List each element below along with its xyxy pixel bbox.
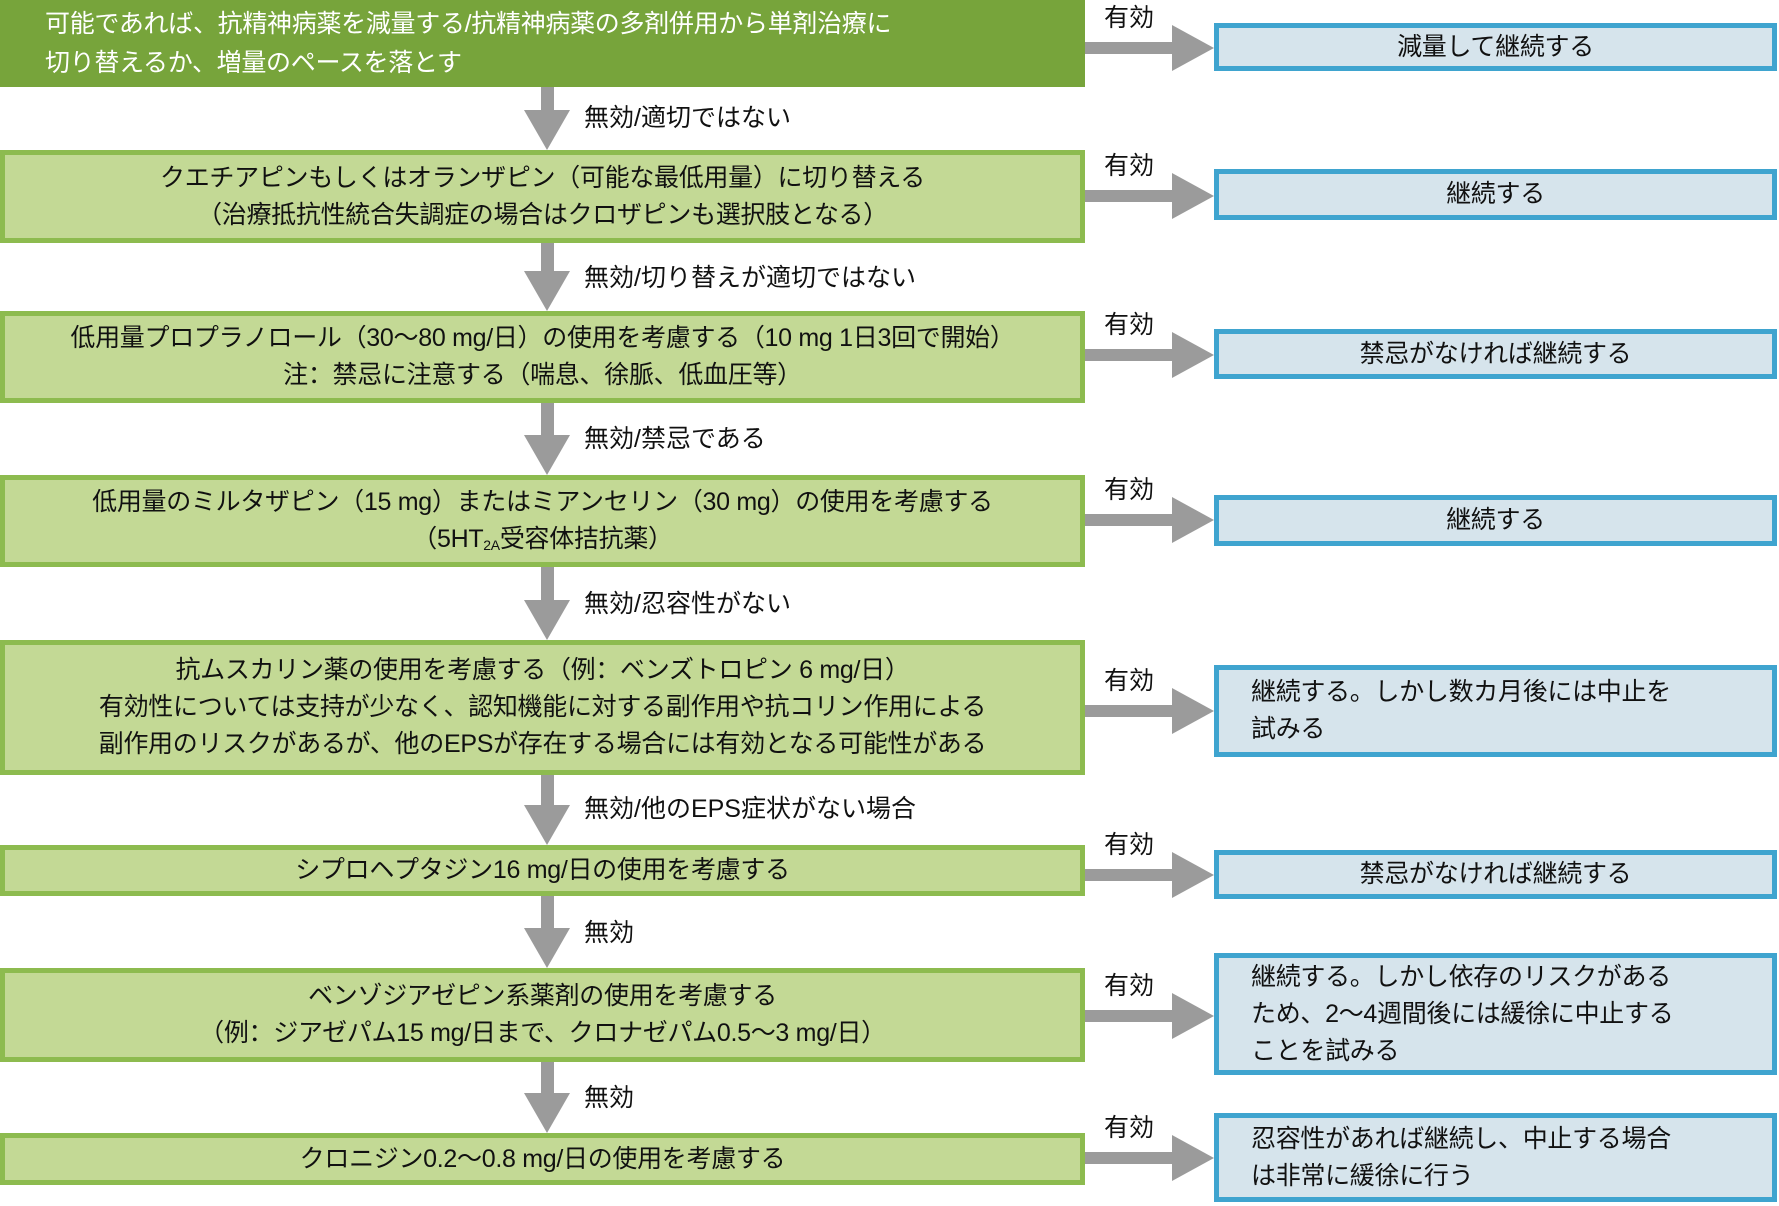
effective-label-1: 有効 [1104, 4, 1155, 32]
fail-label-1: 無効/適切ではない [584, 104, 791, 132]
right-arrow-icon [1085, 173, 1214, 219]
outcome-6-line-1: 禁忌がなければ継続する [1359, 860, 1632, 888]
down-arrow-icon [524, 403, 570, 475]
step-3-box: 低用量プロプラノロール（30～80 mg/日）の使用を考慮する（10 mg 1日… [0, 311, 1085, 403]
down-arrow-icon [524, 775, 570, 845]
outcome-2-box: 継続する [1214, 169, 1777, 220]
down-arrow-icon [524, 87, 570, 150]
step-4-line-1: 低用量のミルタザピン（15 mg）またはミアンセリン（30 mg）の使用を考慮す… [92, 488, 993, 516]
fail-label-7: 無効 [584, 1084, 635, 1112]
effective-label-8: 有効 [1104, 1114, 1155, 1142]
fail-label-6: 無効 [584, 919, 635, 947]
step-4-line-2-subscript: 2A [483, 537, 500, 553]
step-3-line-2: 注：禁忌に注意する（喘息、徐脈、低血圧等） [283, 361, 802, 389]
outcome-8-line-1: 忍容性があれば継続し、中止する場合 [1251, 1124, 1671, 1153]
effective-label-3: 有効 [1104, 311, 1155, 339]
outcome-7-line-1: 継続する。しかし依存のリスクがある [1251, 962, 1671, 991]
outcome-4-line-1: 継続する [1446, 506, 1545, 534]
down-arrow-icon [524, 1062, 570, 1133]
effective-label-5: 有効 [1104, 667, 1155, 695]
step-6-line-1: シプロヘプタジン16 mg/日の使用を考慮する [295, 856, 790, 884]
outcome-3-line-1: 禁忌がなければ継続する [1359, 339, 1632, 368]
right-arrow-icon [1085, 497, 1214, 543]
fail-label-4: 無効/忍容性がない [584, 590, 791, 618]
step-1-line-1: 可能であれば、抗精神病薬を減量する/抗精神病薬の多剤併用から単剤治療に [45, 9, 892, 38]
step-7-line-1: ベンゾジアゼピン系薬剤の使用を考慮する [308, 982, 777, 1010]
outcome-8-box: 忍容性があれば継続し、中止する場合 は非常に緩徐に行う [1214, 1113, 1777, 1202]
right-arrow-icon [1085, 332, 1214, 378]
down-arrow-icon [524, 567, 570, 640]
step-4-line-2-after: 受容体拮抗薬） [499, 525, 673, 553]
step-3-line-1: 低用量プロプラノロール（30～80 mg/日）の使用を考慮する（10 mg 1日… [70, 324, 1015, 352]
effective-label-7: 有効 [1104, 972, 1155, 1000]
outcome-5-line-2: 試みる [1251, 715, 1326, 743]
step-1-line-2: 切り替えるか、増量のペースを落とす [45, 48, 462, 77]
fail-label-2: 無効/切り替えが適切ではない [584, 264, 916, 292]
outcome-2-line-1: 継続する [1446, 180, 1545, 208]
outcome-1-box: 減量して継続する [1214, 23, 1777, 71]
fail-label-3: 無効/禁忌である [584, 425, 766, 453]
step-8-box: クロニジン0.2～0.8 mg/日の使用を考慮する [0, 1133, 1085, 1185]
step-5-line-1: 抗ムスカリン薬の使用を考慮する（例：ベンズトロピン 6 mg/日） [175, 656, 910, 684]
down-arrow-icon [524, 243, 570, 311]
outcome-8-line-2: は非常に緩徐に行う [1251, 1161, 1474, 1190]
step-8-line-1: クロニジン0.2～0.8 mg/日の使用を考慮する [299, 1144, 786, 1173]
step-7-box: ベンゾジアゼピン系薬剤の使用を考慮する （例：ジアゼパム15 mg/日まで、クロ… [0, 968, 1085, 1062]
step-6-box: シプロヘプタジン16 mg/日の使用を考慮する [0, 845, 1085, 896]
step-2-line-1: クエチアピンもしくはオランザピン（可能な最低用量）に切り替える [160, 163, 925, 192]
step-4-line-2: （5HT2A受容体拮抗薬） [412, 521, 673, 558]
outcome-1-line-1: 減量して継続する [1397, 32, 1594, 61]
outcome-7-line-3: ことを試みる [1251, 1036, 1400, 1065]
fail-label-5: 無効/他のEPS症状がない場合 [584, 795, 916, 823]
outcome-7-box: 継続する。しかし依存のリスクがある ため、2～4週間後には緩徐に中止する ことを… [1214, 953, 1777, 1075]
right-arrow-icon [1085, 993, 1214, 1039]
step-2-line-2: （治療抵抗性統合失調症の場合はクロザピンも選択肢となる） [197, 200, 888, 229]
right-arrow-icon [1085, 688, 1214, 734]
outcome-7-line-2: ため、2～4週間後には緩徐に中止する [1251, 999, 1674, 1028]
step-5-box: 抗ムスカリン薬の使用を考慮する（例：ベンズトロピン 6 mg/日） 有効性につい… [0, 640, 1085, 775]
outcome-5-line-1: 継続する。しかし数カ月後には中止を [1251, 678, 1671, 706]
down-arrow-icon [524, 896, 570, 968]
right-arrow-icon [1085, 25, 1214, 71]
right-arrow-icon [1085, 852, 1214, 898]
outcome-6-box: 禁忌がなければ継続する [1214, 850, 1777, 899]
effective-label-4: 有効 [1104, 476, 1155, 504]
outcome-4-box: 継続する [1214, 495, 1777, 546]
step-4-box: 低用量のミルタザピン（15 mg）またはミアンセリン（30 mg）の使用を考慮す… [0, 475, 1085, 567]
step-1-box: 可能であれば、抗精神病薬を減量する/抗精神病薬の多剤併用から単剤治療に 切り替え… [0, 0, 1085, 87]
outcome-3-box: 禁忌がなければ継続する [1214, 329, 1777, 379]
step-2-box: クエチアピンもしくはオランザピン（可能な最低用量）に切り替える （治療抵抗性統合… [0, 150, 1085, 243]
effective-label-6: 有効 [1104, 831, 1155, 859]
step-7-line-2: （例：ジアゼパム15 mg/日まで、クロナゼパム0.5～3 mg/日） [199, 1019, 886, 1047]
step-4-line-2-before: （5HT [412, 525, 484, 553]
right-arrow-icon [1085, 1135, 1214, 1181]
step-5-line-3: 副作用のリスクがあるが、他のEPSが存在する場合には有効となる可能性がある [98, 730, 987, 758]
step-5-line-2: 有効性については支持が少なく、認知機能に対する副作用や抗コリン作用による [98, 693, 987, 721]
outcome-5-box: 継続する。しかし数カ月後には中止を 試みる [1214, 665, 1777, 757]
effective-label-2: 有効 [1104, 152, 1155, 180]
